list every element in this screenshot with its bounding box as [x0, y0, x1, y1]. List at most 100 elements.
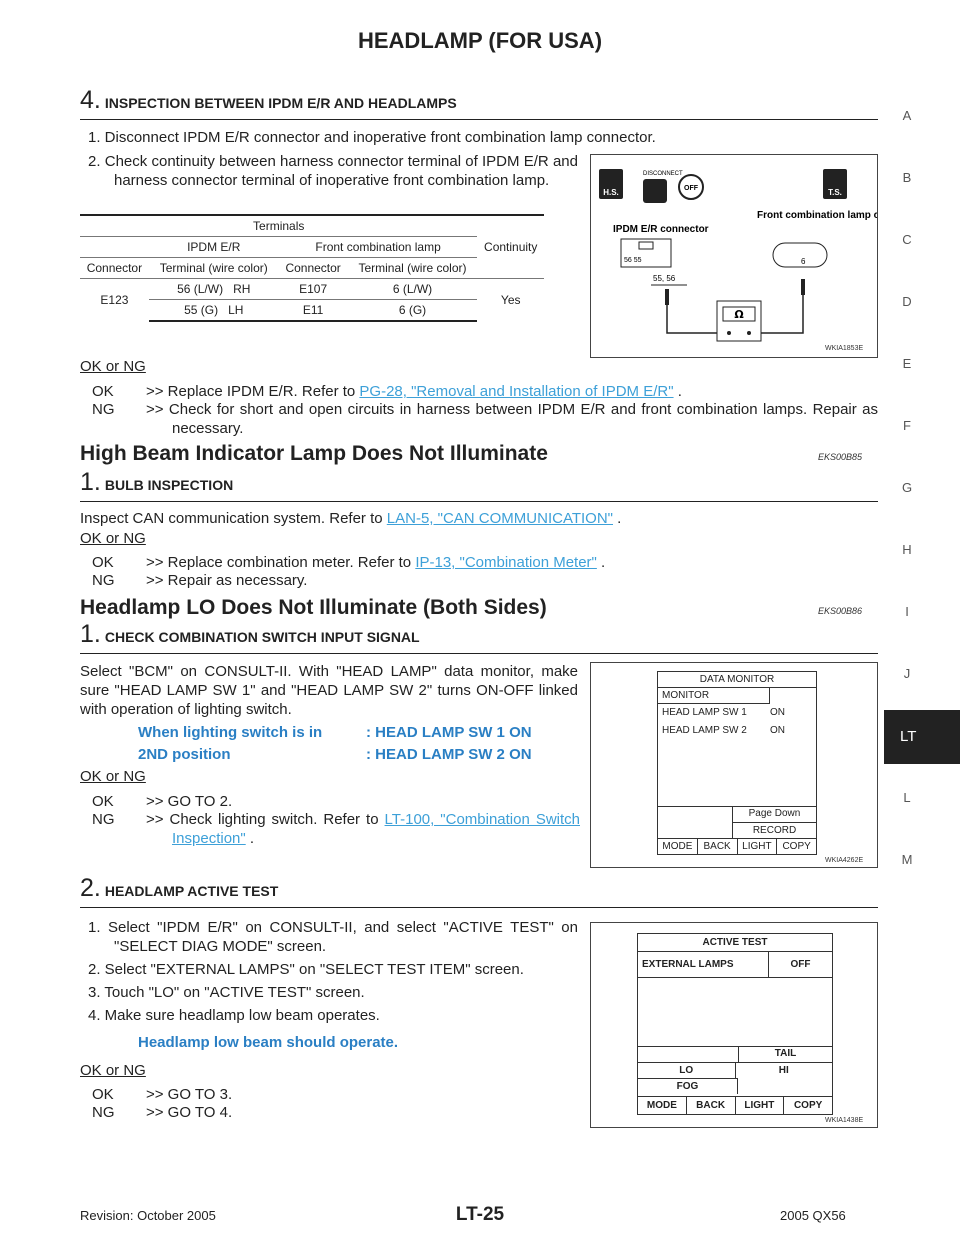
dm-copy-button[interactable]: COPY — [782, 841, 811, 852]
bulb-link[interactable]: LAN-5, "CAN COMMUNICATION" — [386, 510, 613, 527]
step4-title: INSPECTION BETWEEN IPDM E/R AND HEADLAMP… — [104, 95, 457, 111]
dm-button-bar: MODE BACK LIGHT COPY — [658, 838, 816, 854]
ohmmeter-display — [722, 306, 756, 322]
switch-ok-text: >> GO TO 2. — [146, 793, 233, 810]
side-index-m[interactable]: M — [901, 852, 913, 867]
step4-item1: 1. Disconnect IPDM E/R connector and ino… — [88, 129, 656, 146]
at-tail-button[interactable]: TAIL — [738, 1046, 832, 1062]
step4-ng-key: NG — [92, 401, 115, 418]
connector-diagram-svg: H.S. DISCONNECT OFF T.S. IPDM E/R connec… — [599, 169, 922, 342]
bulb-text-post: . — [613, 510, 622, 527]
side-index-c[interactable]: C — [902, 232, 912, 247]
bulb-ok-key: OK — [92, 554, 114, 571]
at-mode-button[interactable]: MODE — [638, 1097, 687, 1114]
ts-icon — [823, 169, 847, 199]
at-back-button[interactable]: BACK — [687, 1097, 736, 1114]
step4-number: 4. — [80, 86, 101, 114]
page-title: HEADLAMP (FOR USA) — [357, 28, 603, 53]
bulb-ng-key: NG — [92, 572, 115, 589]
data-monitor-screen: DATA MONITOR MONITOR HEAD LAMP SW 1 ON H… — [657, 671, 817, 855]
ipdm-pins-label: 56 55 — [624, 257, 642, 264]
probe-right — [801, 279, 805, 295]
ignition-off-icon — [678, 174, 704, 200]
active-item3: 3. Touch "LO" on "ACTIVE TEST" screen. — [88, 984, 365, 1001]
bulb-ok-ng: OK or NG — [80, 530, 146, 547]
bulb-inspection-heading: 1.BULB INSPECTION — [80, 468, 878, 502]
side-index-lt[interactable]: LT — [884, 710, 960, 764]
at-fog-button[interactable]: FOG — [638, 1078, 738, 1094]
dm-row2-label: HEAD LAMP SW 2 — [662, 725, 747, 736]
side-index-d[interactable]: D — [902, 294, 912, 309]
bulb-step-number: 1. — [80, 468, 101, 496]
step4-ok-pre: >> Replace IPDM E/R. Refer to — [146, 383, 360, 400]
bulb-ok-post: . — [596, 554, 606, 571]
switch-ng-pre: >> Check lighting switch. Refer to — [146, 811, 385, 828]
front-lamp-label-text: Front combination lamp connector — [757, 210, 877, 221]
side-index-i[interactable]: I — [905, 604, 909, 619]
cell-row2-lamp-term: 6 (G) — [347, 299, 478, 322]
figure-code-1: WKIA1853E — [825, 345, 864, 352]
at-lo-button[interactable]: LO — [638, 1063, 736, 1078]
ipdm-connector-label: IPDM E/R connector — [613, 224, 709, 235]
switch-cond-left: When lighting switch is in 2ND position — [138, 722, 322, 766]
step4-ok-link[interactable]: PG-28, "Removal and Installation of IPDM… — [359, 383, 674, 400]
side-index-a[interactable]: A — [902, 108, 912, 123]
side-index-g[interactable]: G — [901, 480, 913, 495]
dm-page-down[interactable]: Page Down — [732, 806, 816, 822]
bulb-step-title: BULB INSPECTION — [104, 477, 234, 493]
dm-row2: HEAD LAMP SW 2 ON — [658, 722, 816, 740]
cell-continuity: Yes — [477, 278, 544, 321]
step4-ok-key: OK — [92, 383, 114, 400]
front-lamp-connector-icon — [772, 242, 828, 268]
switch-ok-ng: OK or NG — [80, 768, 146, 785]
footer-revision: Revision: October 2005 — [80, 1208, 216, 1223]
step4-item2: 2. Check continuity between harness conn… — [88, 153, 578, 189]
side-index-j[interactable]: J — [903, 666, 911, 681]
active-item2: 2. Select "EXTERNAL LAMPS" on "SELECT TE… — [88, 961, 524, 978]
dm-row2-value: ON — [770, 725, 785, 736]
cell-row1-lamp-conn: E107 — [278, 278, 348, 300]
switch-cond-left-2: 2ND position — [138, 746, 231, 763]
switch-ng-link[interactable]: LT-100, "Combination Switch Inspection" — [172, 811, 580, 847]
bulb-text: Inspect CAN communication system. Refer … — [80, 509, 878, 528]
at-hi-button[interactable]: HI — [778, 1065, 789, 1076]
switch-ng-key: NG — [92, 811, 115, 828]
side-index-h[interactable]: H — [902, 542, 912, 557]
cell-row2-lamp-conn: E11 — [278, 299, 348, 322]
figure-active-test: ACTIVE TEST EXTERNAL LAMPS OFF TAIL LO H… — [590, 922, 878, 1128]
th-connector-2: Connector — [278, 257, 348, 279]
cell-row1-side: RH — [233, 282, 251, 296]
at-light-button[interactable]: LIGHT — [736, 1097, 785, 1114]
side-index-b[interactable]: B — [902, 170, 912, 185]
dm-monitor: MONITOR — [658, 688, 770, 704]
dm-light-button[interactable]: LIGHT — [738, 839, 778, 854]
dm-divider — [658, 806, 816, 807]
at-divider — [638, 1046, 832, 1047]
active-ok-key: OK — [92, 1086, 114, 1103]
step4-heading: 4.INSPECTION BETWEEN IPDM E/R AND HEADLA… — [80, 86, 878, 120]
dm-back-button[interactable]: BACK — [698, 839, 738, 854]
bulb-ok-text: >> Replace combination meter. Refer to I… — [146, 553, 605, 572]
switch-text: Select "BCM" on CONSULT-II. With "HEAD L… — [80, 663, 578, 718]
dm-record[interactable]: RECORD — [732, 822, 816, 838]
active-ok-ng: OK or NG — [80, 1062, 146, 1079]
dm-mode-button[interactable]: MODE — [658, 839, 698, 854]
bulb-ok-link[interactable]: IP-13, "Combination Meter" — [415, 554, 597, 571]
switch-cond-left-1: When lighting switch is in — [138, 724, 323, 741]
probe-left — [665, 289, 669, 305]
active-item4: 4. Make sure headlamp low beam operates. — [88, 1007, 380, 1024]
active-ng-text: >> GO TO 4. — [146, 1104, 233, 1121]
disconnect-label: DISCONNECT — [643, 171, 683, 177]
side-index-e[interactable]: E — [902, 356, 912, 371]
figure-code-3: WKIA1438E — [825, 1117, 864, 1124]
side-index-f[interactable]: F — [903, 418, 911, 433]
side-index-l[interactable]: L — [903, 790, 911, 805]
step4-ng-text: >> Check for short and open circuits in … — [146, 401, 878, 437]
ohmmeter-jack-1 — [727, 331, 731, 335]
at-item-value: OFF — [790, 959, 811, 970]
at-copy-button[interactable]: COPY — [793, 1100, 823, 1111]
ohm-symbol: Ω — [734, 308, 744, 321]
switch-cond-right-2: : HEAD LAMP SW 2 ON — [366, 746, 532, 763]
headlamp-lo-code: EKS00B86 — [818, 606, 863, 616]
switch-step-title: CHECK COMBINATION SWITCH INPUT SIGNAL — [104, 629, 420, 645]
